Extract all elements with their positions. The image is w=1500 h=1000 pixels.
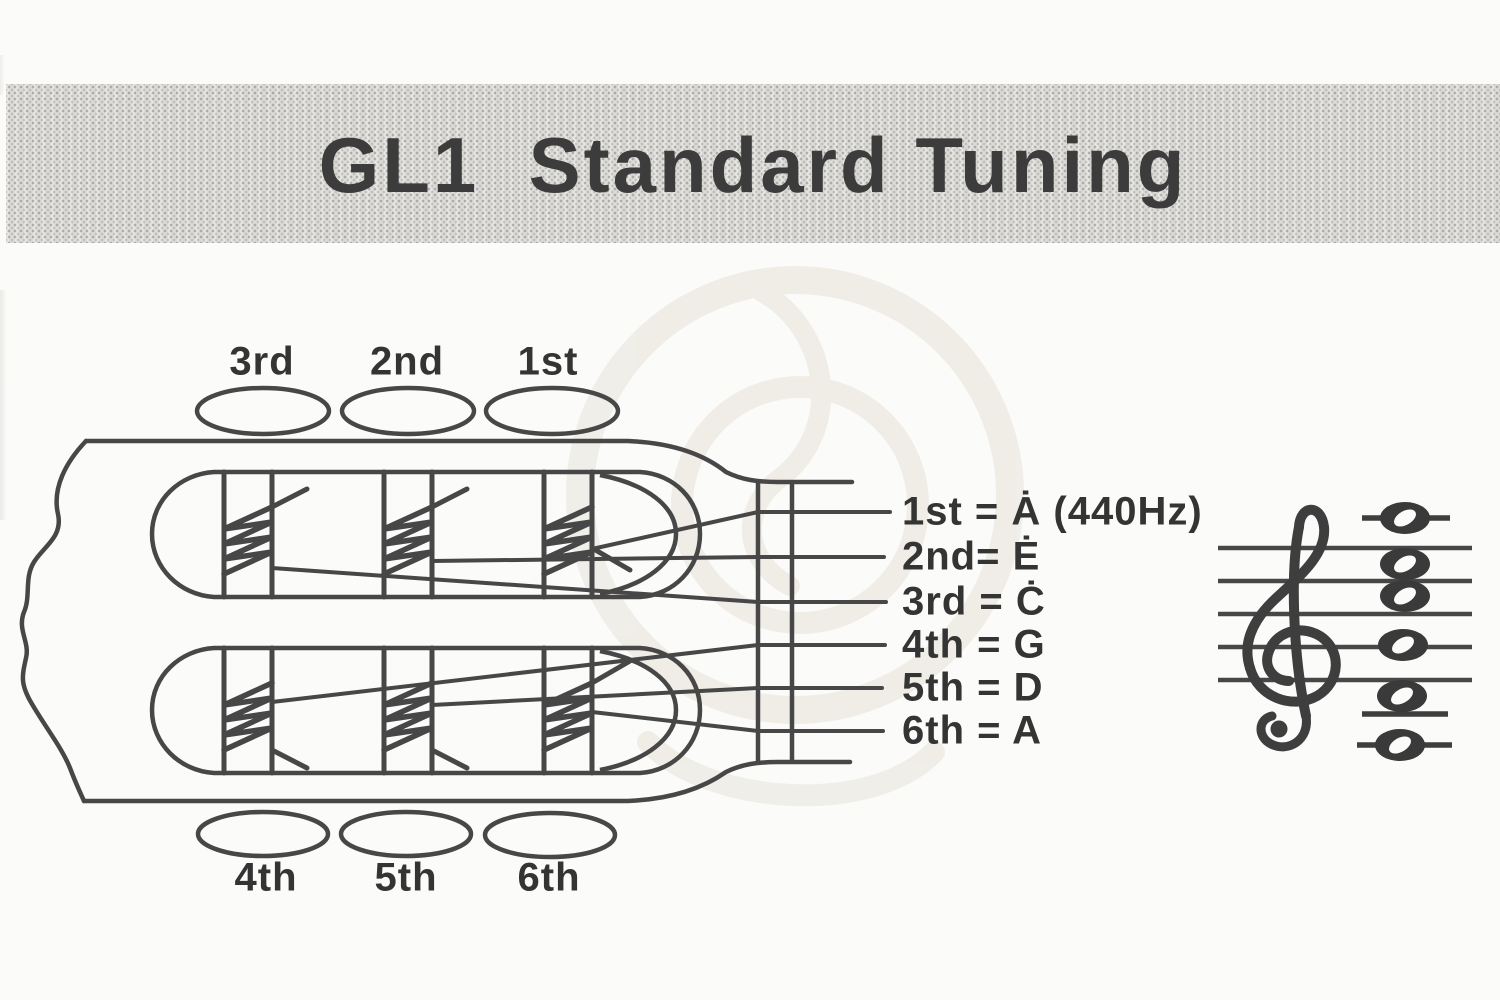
slot-ramp-arc	[599, 472, 679, 597]
string-windings	[221, 504, 595, 753]
tuning-row-4th: 4th = G	[902, 622, 1046, 667]
tuner-buttons	[194, 385, 621, 860]
tuning-row-1st: 1st = Ȧ (440Hz)	[902, 489, 1203, 534]
scan-smudge	[0, 55, 5, 95]
whole-note	[1380, 502, 1430, 534]
headstock-outline	[19, 438, 855, 804]
tuning-posts	[221, 469, 633, 776]
string-line-4th	[270, 643, 887, 704]
whole-note	[1377, 680, 1427, 712]
treble-clef-icon	[1242, 504, 1341, 752]
tuning-row-2nd: 2nd= Ė	[902, 534, 1041, 579]
tuner-label-1st: 1st	[517, 339, 579, 384]
tuner-button-6th	[482, 810, 618, 860]
upper-slot	[149, 469, 703, 600]
string-line-6th	[590, 710, 885, 733]
string-line-2nd	[430, 555, 886, 563]
tuning-row-6th: 6th = A	[902, 708, 1042, 753]
strings	[270, 510, 892, 733]
whole-notes	[1375, 502, 1430, 761]
slot-ramp-arc	[599, 648, 679, 773]
tuning-row-5th: 5th = D	[902, 665, 1044, 710]
tuning-row-3rd: 3rd = Ċ	[902, 579, 1046, 624]
nut	[755, 482, 795, 762]
tuner-label-2nd: 2nd	[369, 339, 445, 384]
whole-note	[1380, 548, 1430, 580]
page-title: GL1 Standard Tuning	[318, 121, 1188, 209]
tuner-button-2nd	[339, 385, 477, 437]
string-line-3rd	[270, 566, 888, 604]
string-line-5th	[430, 686, 884, 707]
whole-note	[1375, 729, 1425, 761]
lower-slot	[149, 645, 703, 776]
tuner-button-1st	[483, 385, 621, 437]
music-staff	[1218, 502, 1472, 761]
tuner-label-4th: 4th	[234, 855, 298, 900]
tuner-button-4th	[195, 809, 331, 859]
whole-note	[1380, 580, 1430, 612]
string-line-1st	[590, 510, 892, 551]
tuner-label-5th: 5th	[374, 855, 438, 900]
tuner-button-3rd	[194, 385, 332, 437]
tuner-label-3rd: 3rd	[229, 339, 295, 384]
tuner-label-6th: 6th	[517, 855, 581, 900]
whole-note	[1378, 629, 1428, 661]
title-band: GL1 Standard Tuning	[6, 84, 1500, 243]
scan-smudge	[0, 290, 7, 520]
tuner-button-5th	[338, 809, 474, 859]
